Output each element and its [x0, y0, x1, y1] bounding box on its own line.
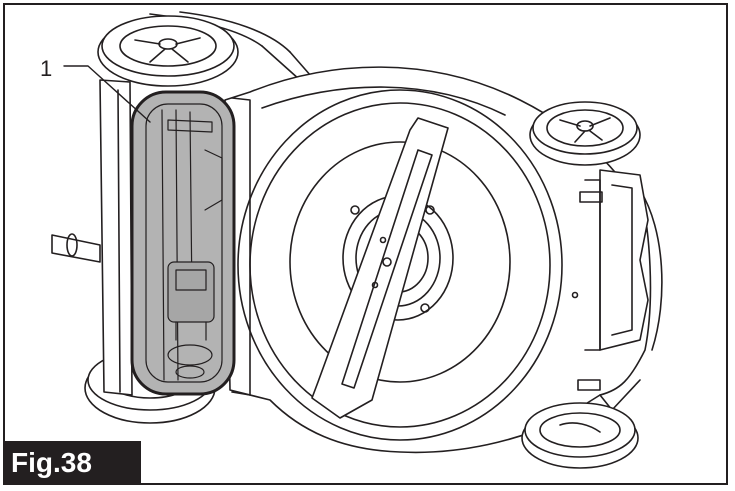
cutting-blade [311, 117, 449, 419]
right-rear-wheel [529, 101, 641, 166]
figure-label: Fig.38 [3, 441, 141, 485]
rear-guard [577, 169, 649, 391]
callout-number-1: 1 [40, 56, 53, 81]
left-side-housing [99, 79, 251, 396]
highlighted-height-adjustment-area [130, 90, 236, 396]
callout-leader-line [63, 65, 151, 123]
left-rear-wheel [97, 15, 239, 87]
right-front-wheel [521, 402, 639, 469]
left-handle-tube [51, 233, 101, 263]
